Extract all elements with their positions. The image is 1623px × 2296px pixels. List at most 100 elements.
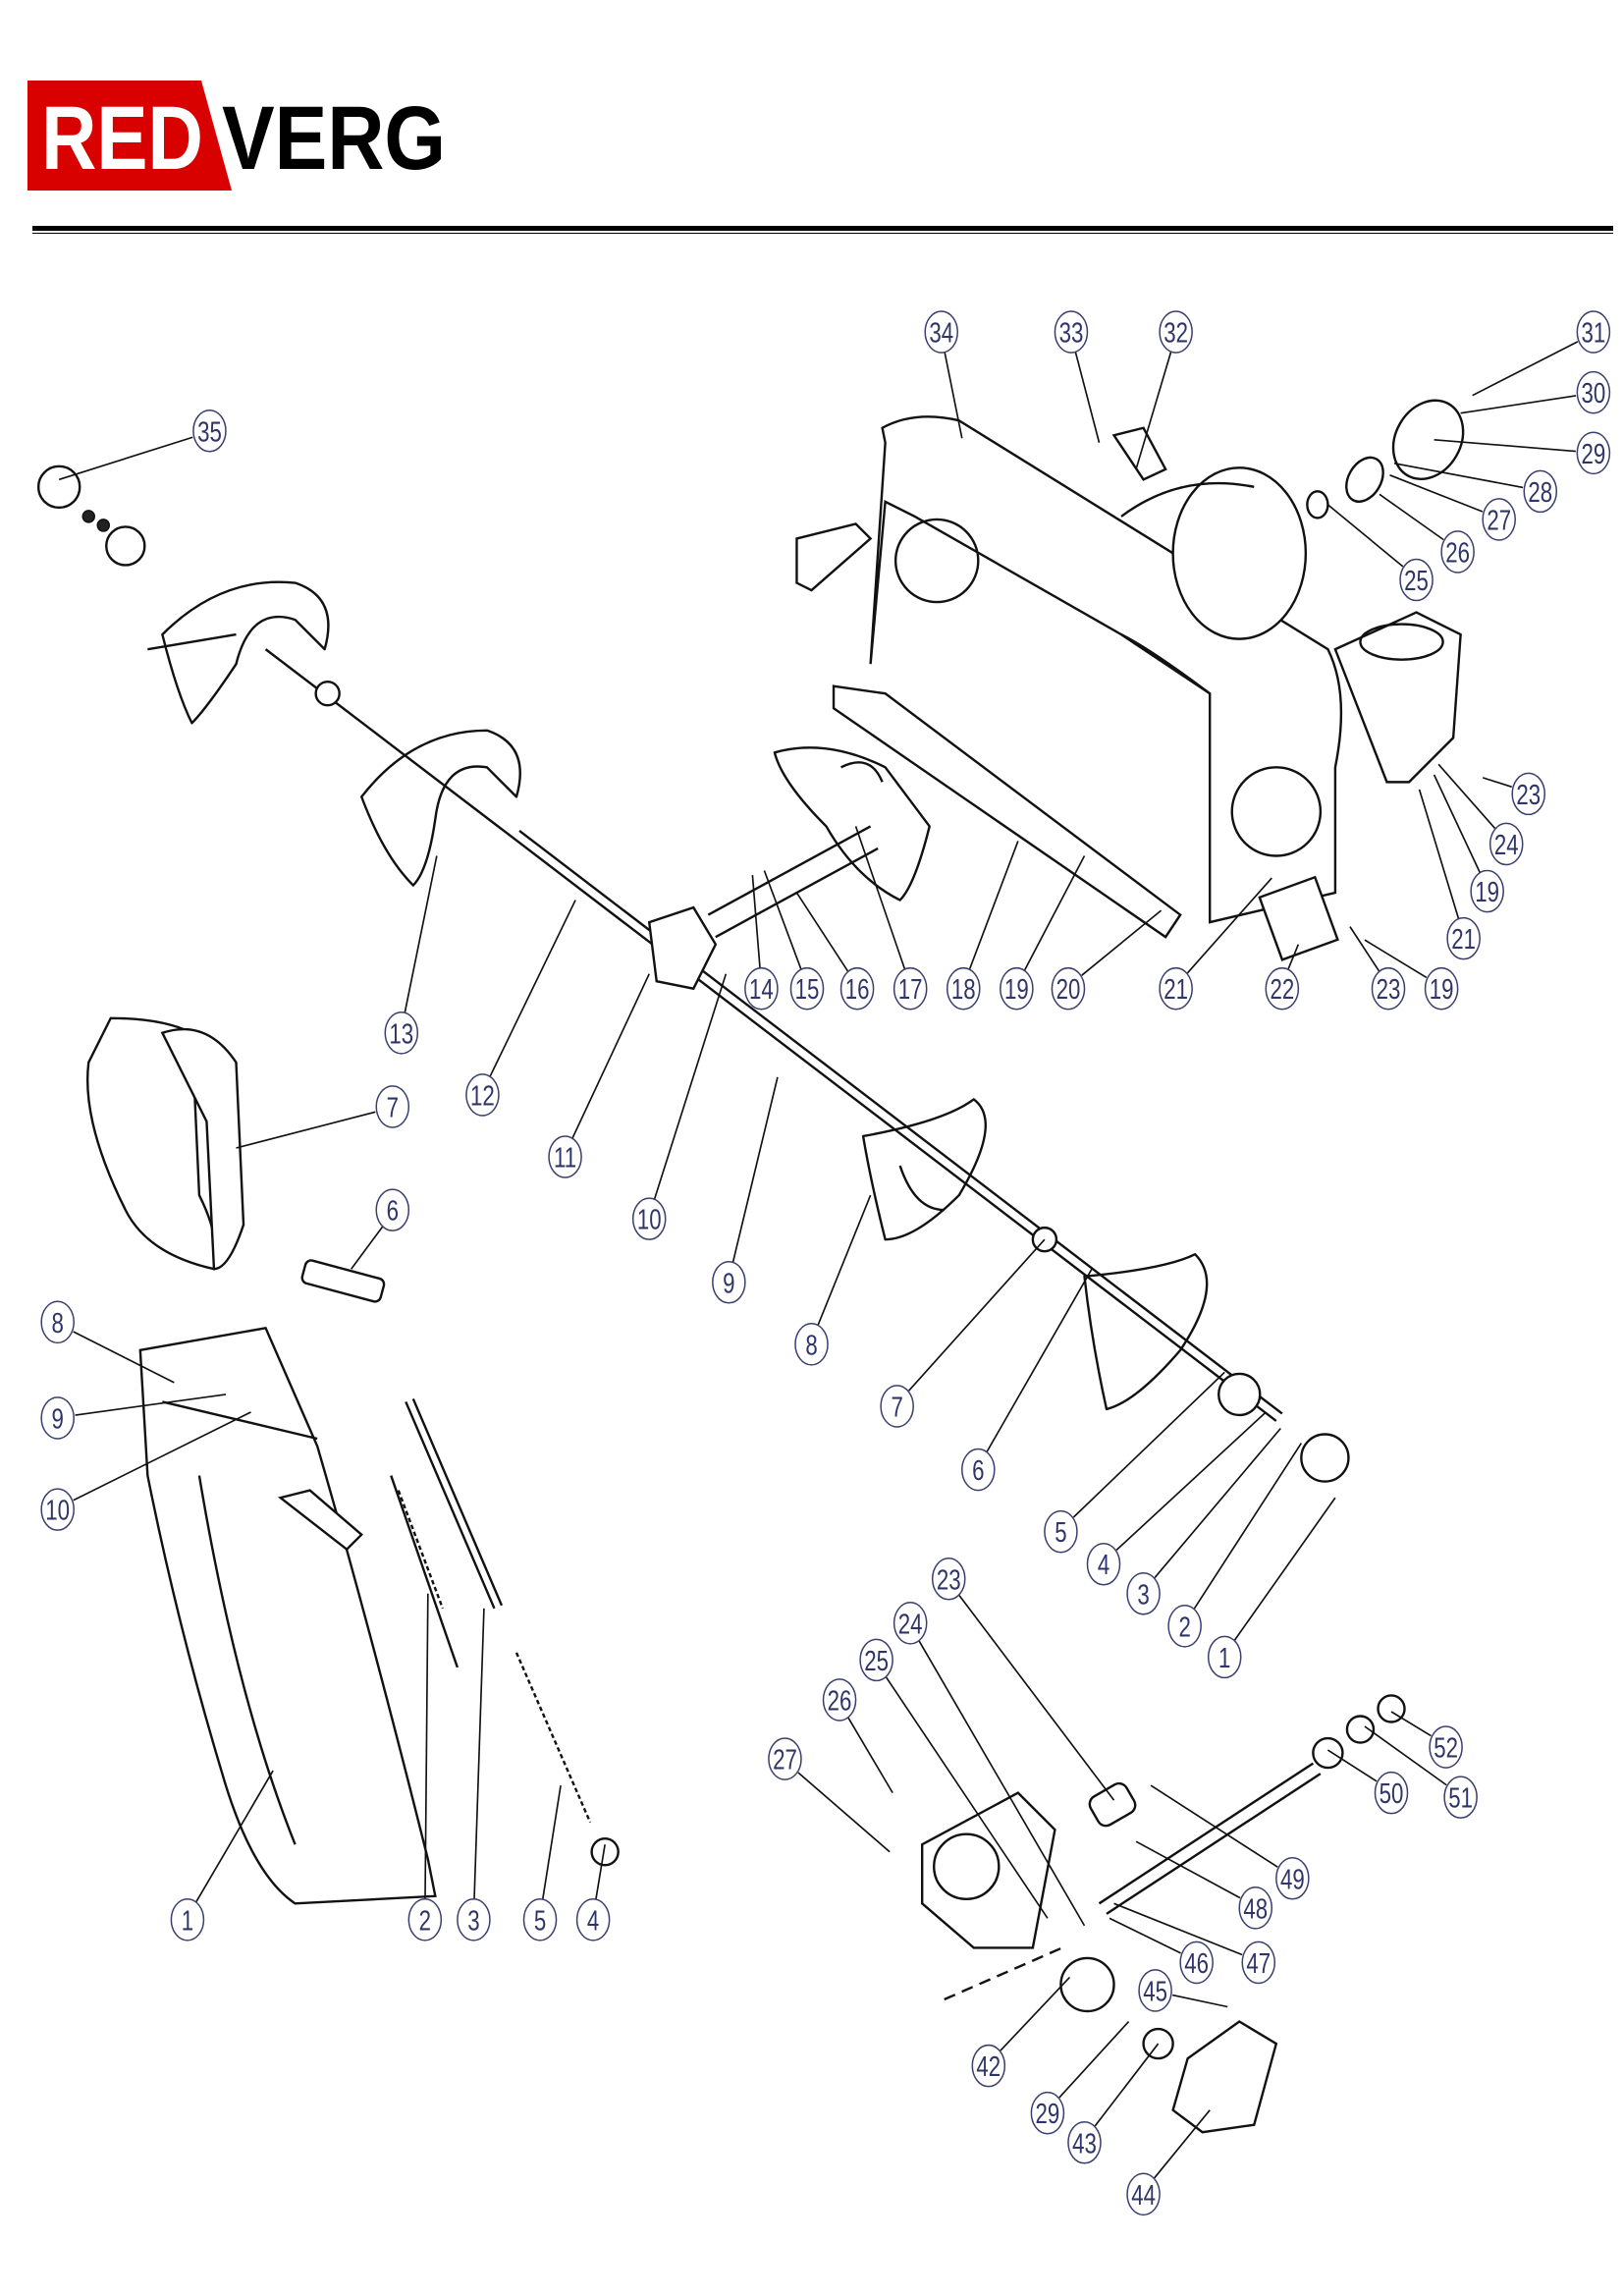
callout-number: 45: [1143, 1977, 1167, 2007]
leader-line: [1115, 1411, 1267, 1551]
callout-circle: [1482, 498, 1516, 541]
callout-number: 9: [51, 1404, 63, 1435]
part-callout: 19: [1000, 966, 1034, 1011]
callout-number: 14: [749, 975, 774, 1006]
part-callout: 22: [1265, 966, 1300, 1011]
part-callout: 44: [1126, 2172, 1161, 2216]
housing-bearing-right: [1230, 766, 1323, 857]
part-callout: 49: [1275, 1856, 1310, 1900]
callout-number: 19: [1475, 878, 1499, 908]
part-callout: 17: [893, 966, 928, 1011]
leader-line: [424, 1593, 429, 1899]
callout-circle: [1511, 772, 1546, 816]
leader-line: [58, 436, 193, 481]
callout-circle: [457, 1898, 491, 1941]
leader-line: [854, 826, 906, 970]
leader-line: [351, 1226, 384, 1270]
part-callout: 20: [1051, 966, 1086, 1011]
leader-line: [1287, 944, 1300, 970]
part-callout: 6: [375, 1188, 410, 1231]
leader-line: [1437, 763, 1496, 830]
callout-circle: [794, 1323, 829, 1366]
leader-line: [944, 352, 963, 439]
leader-line: [1433, 774, 1481, 873]
callout-number: 27: [1487, 506, 1511, 536]
callout-number: 19: [1004, 975, 1029, 1006]
callout-circle: [1371, 966, 1406, 1011]
redverg-logo: RED VERG: [27, 81, 446, 191]
part-callout: 26: [1440, 530, 1475, 574]
leader-line: [1326, 504, 1404, 568]
callout-number: 28: [1528, 477, 1552, 508]
part-callout: 3: [457, 1898, 491, 1941]
side-plate-left: [795, 522, 873, 592]
bracket: [277, 1489, 363, 1552]
part-callout: 5: [1044, 1509, 1078, 1554]
leader-line: [1094, 2043, 1160, 2127]
callout-number: 24: [898, 1610, 923, 1640]
part-callout: 42: [971, 2044, 1006, 2088]
callout-number: 35: [197, 417, 222, 448]
logo-red-block: [27, 81, 232, 191]
leader-line: [817, 1194, 872, 1326]
callout-circle: [880, 1385, 914, 1428]
leader-line: [473, 1608, 485, 1899]
leader-line: [73, 1411, 251, 1502]
callout-circle: [1086, 1542, 1121, 1586]
callout-number: 27: [773, 1745, 797, 1776]
callout-circle: [375, 1188, 410, 1231]
leader-line: [1058, 2020, 1130, 2099]
callout-number: 50: [1380, 1779, 1404, 1810]
part-callout: 7: [880, 1385, 914, 1428]
callout-circle: [407, 1898, 443, 1941]
callout-number: 26: [828, 1686, 852, 1717]
callout-circle: [1399, 558, 1434, 602]
callout-number: 3: [1137, 1580, 1149, 1611]
callout-number: 7: [387, 1093, 399, 1123]
callout-circle: [1576, 370, 1611, 414]
leader-line: [1434, 438, 1576, 453]
callout-circle: [859, 1638, 893, 1682]
leader-line: [885, 1676, 1049, 1919]
part-callout: 6: [961, 1448, 996, 1492]
callout-number: 22: [1270, 975, 1294, 1006]
callout-number: 31: [1581, 318, 1605, 349]
auger-housing: [869, 415, 1343, 924]
part-callout: 19: [1424, 966, 1459, 1011]
leader-line: [1154, 2109, 1211, 2179]
callout-number: 29: [1036, 2100, 1060, 2130]
gearbox-center: [647, 905, 718, 991]
leader-line: [731, 1076, 779, 1263]
leader-line: [797, 1772, 891, 1853]
part-callout: 18: [946, 966, 981, 1011]
callout-circle: [839, 966, 875, 1011]
part-callout: 25: [1399, 558, 1434, 602]
leader-line: [1186, 877, 1272, 974]
part-callout: 30: [1576, 370, 1611, 414]
callout-circle: [465, 1073, 500, 1117]
callout-number: 17: [898, 975, 923, 1006]
callout-number: 8: [805, 1331, 817, 1361]
part-callout: 52: [1429, 1725, 1463, 1769]
callout-circle: [712, 1260, 746, 1304]
part-callout: 23: [1511, 772, 1546, 816]
leader-line: [847, 1717, 893, 1794]
leader-line: [1072, 1371, 1225, 1518]
callout-number: 23: [1516, 780, 1541, 810]
callout-circle: [893, 1602, 928, 1645]
part-callout: 21: [1446, 916, 1481, 960]
callout-circle: [1576, 431, 1611, 475]
callout-circle: [1238, 1886, 1273, 1930]
callout-number: 24: [1494, 830, 1519, 860]
callout-number: 23: [937, 1565, 961, 1596]
callout-circle: [971, 2044, 1006, 2088]
callout-number: 34: [929, 318, 953, 349]
control-panel-frame: [138, 1326, 437, 1905]
part-callout: 7: [375, 1085, 410, 1128]
worm-23: [1088, 1781, 1137, 1828]
callout-number: 5: [534, 1906, 546, 1937]
part-callout: 25: [859, 1638, 893, 1682]
part-callout: 11: [548, 1135, 582, 1178]
callout-number: 42: [976, 2052, 1001, 2083]
callout-circle: [1488, 822, 1524, 866]
